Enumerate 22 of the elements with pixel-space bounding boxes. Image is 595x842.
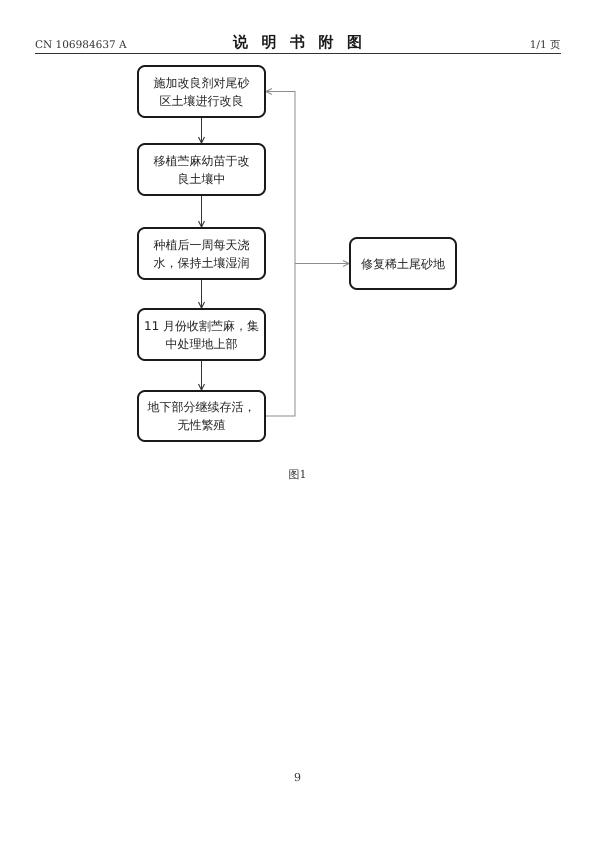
arrow <box>266 260 350 416</box>
step-text: 种植后一周每天浇水，保持土壤湿润 <box>152 236 250 272</box>
process-box <box>137 308 266 361</box>
step-text: 移植苎麻幼苗于改良土壤中 <box>152 152 250 188</box>
process-box <box>137 227 266 280</box>
arrow <box>198 196 206 228</box>
figure-caption: 图1 <box>288 468 306 482</box>
step-text: 修复稀土尾砂地 <box>360 256 446 272</box>
step-text: 施加改良剂对尾砂区土壤进行改良 <box>152 74 250 110</box>
page-header-title: 说明书附图 <box>232 33 376 51</box>
arrow <box>198 280 206 309</box>
header-text: 1/1 页 <box>530 38 561 52</box>
process-box <box>137 143 266 196</box>
page-number: 9 <box>294 771 301 785</box>
step-text: 地下部分继续存活，无性繁殖 <box>146 399 256 434</box>
arrow <box>198 360 206 391</box>
process-box <box>137 390 266 442</box>
arrow <box>198 118 206 144</box>
header-text: CN 106984637 A <box>35 38 127 52</box>
step-text: 11 月份收割苎麻，集中处理地上部 <box>142 318 260 352</box>
process-box <box>137 65 266 118</box>
process-box <box>349 237 457 290</box>
